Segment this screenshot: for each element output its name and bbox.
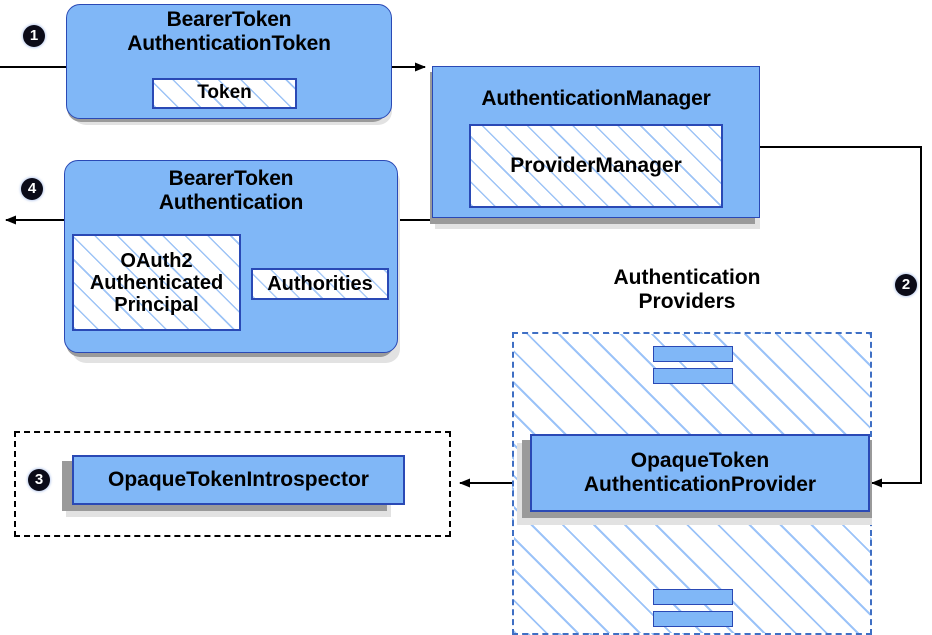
bearer-token-auth-token-title: BearerToken AuthenticationToken [66, 8, 392, 55]
authentication-manager-title: AuthenticationManager [481, 87, 711, 110]
provider-manager-label: ProviderManager [510, 154, 682, 178]
provider-stack-bar-bottom-1 [653, 589, 733, 605]
opaque-token-introspector-title: OpaqueTokenIntrospector [108, 468, 369, 492]
provider-stack-bar-top-1 [653, 346, 733, 362]
bearer-token-auth-title-line2: Authentication [158, 190, 304, 214]
bearer-token-auth-token-title-line2: AuthenticationToken [127, 31, 331, 55]
authorities-label: Authorities [267, 272, 373, 295]
opaque-token-introspector-group [14, 431, 451, 537]
provider-manager-inner-box[interactable]: ProviderManager [469, 124, 723, 208]
opaque-provider-title-line1: OpaqueToken [630, 449, 770, 473]
bearer-token-auth-title-line1: BearerToken [168, 167, 294, 190]
bearer-token-auth-token-title-line1: BearerToken [166, 8, 292, 31]
opaque-token-introspector[interactable]: OpaqueTokenIntrospector [72, 455, 405, 505]
providers-label-line2: Providers [638, 289, 736, 313]
oauth2-authenticated-principal-box[interactable]: OAuth2 Authenticated Principal [72, 234, 241, 331]
opaque-provider-title-line2: AuthenticationProvider [583, 473, 817, 496]
step-bullet-3: 3 [28, 469, 50, 491]
principal-line2: Authenticated [89, 271, 224, 294]
authentication-providers-label: Authentication Providers [512, 266, 862, 314]
provider-stack-bar-top-2 [653, 368, 733, 384]
step-bullet-2: 2 [895, 274, 917, 296]
opaque-token-authentication-provider[interactable]: OpaqueToken AuthenticationProvider [530, 434, 870, 512]
provider-stack-bar-bottom-2 [653, 611, 733, 627]
bearer-token-auth-title: BearerToken Authentication [64, 167, 398, 214]
principal-line1: OAuth2 [120, 249, 193, 272]
providers-label-line1: Authentication [613, 266, 761, 289]
step-bullet-1: 1 [23, 25, 45, 47]
token-inner-label: Token [197, 82, 252, 104]
token-inner-box[interactable]: Token [152, 78, 297, 109]
principal-line3: Principal [114, 293, 199, 316]
step-bullet-4: 4 [21, 178, 43, 200]
authorities-box[interactable]: Authorities [251, 268, 389, 300]
